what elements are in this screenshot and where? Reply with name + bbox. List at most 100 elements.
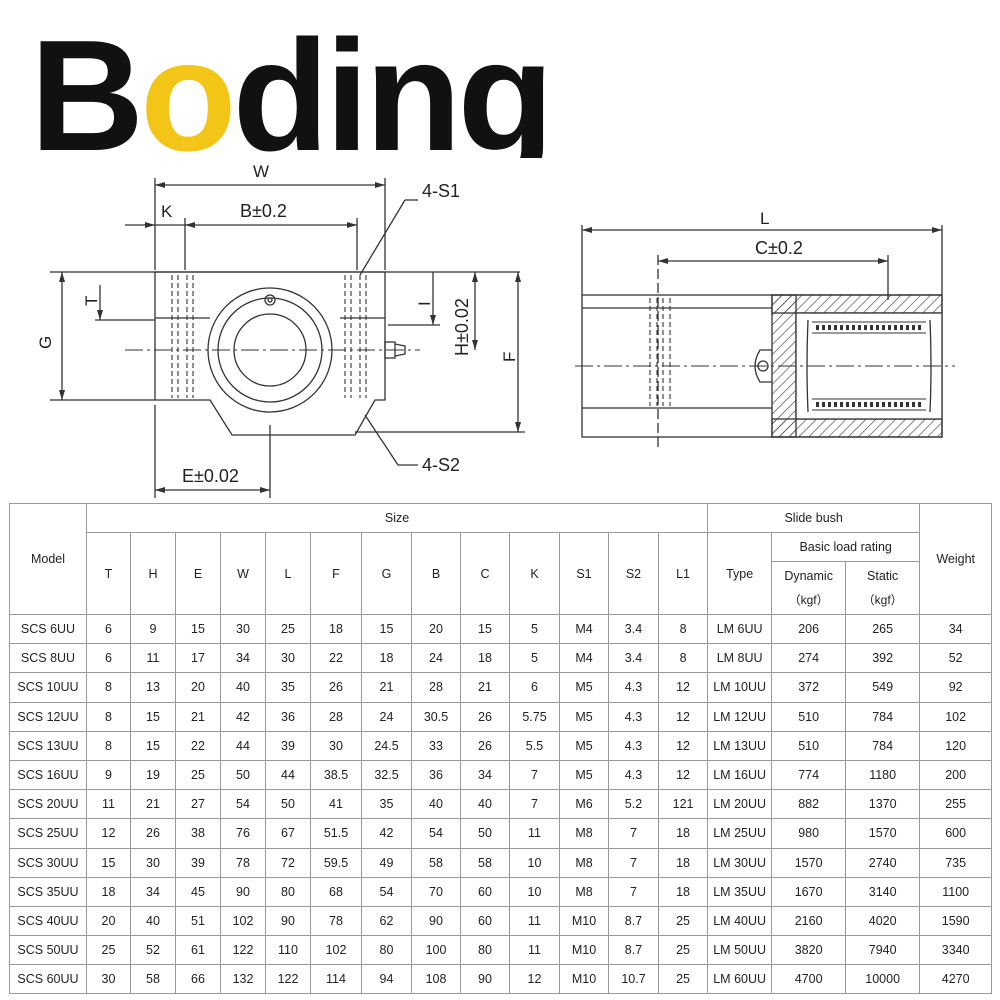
value-cell: 24 <box>361 701 412 732</box>
value-cell: 34 <box>220 643 266 674</box>
value-cell: 34 <box>919 613 993 645</box>
value-cell: 15 <box>460 613 510 645</box>
value-cell: 510 <box>771 701 847 732</box>
value-cell: 21 <box>361 672 412 703</box>
value-cell: 34 <box>130 876 176 907</box>
value-cell: 5.5 <box>509 730 560 761</box>
header-col-c: C <box>460 532 510 615</box>
value-cell: M4 <box>559 643 609 674</box>
value-cell: 11 <box>509 935 560 966</box>
header-col-g: G <box>361 532 412 615</box>
value-cell: 54 <box>411 818 461 849</box>
label-s2: 4-S2 <box>422 455 460 475</box>
value-cell: M10 <box>559 935 609 966</box>
value-cell: 15 <box>130 701 176 732</box>
type-cell: LM 60UU <box>707 964 773 995</box>
label-l: L <box>760 209 769 228</box>
value-cell: 11 <box>86 789 131 820</box>
model-cell: SCS 16UU <box>9 759 87 791</box>
model-cell: SCS 50UU <box>9 935 87 966</box>
svg-text:Boding: Boding <box>30 28 550 158</box>
value-cell: 60 <box>460 905 510 937</box>
value-cell: 22 <box>310 643 362 674</box>
type-cell: LM 40UU <box>707 905 773 937</box>
value-cell: 110 <box>265 935 311 966</box>
value-cell: 7940 <box>845 935 921 966</box>
value-cell: 25 <box>657 935 709 966</box>
value-cell: 49 <box>361 847 412 878</box>
value-cell: 18 <box>460 643 510 674</box>
value-cell: 61 <box>175 935 221 966</box>
value-cell: 11 <box>509 818 560 849</box>
value-cell: 6 <box>86 643 131 674</box>
value-cell: M6 <box>559 789 609 820</box>
spec-table: Model Size Slide bush Weight T H E W L F… <box>9 503 993 995</box>
value-cell: 68 <box>310 876 362 907</box>
value-cell: M4 <box>559 613 609 645</box>
value-cell: 90 <box>411 905 461 937</box>
value-cell: 18 <box>657 876 709 907</box>
value-cell: 76 <box>220 818 266 849</box>
value-cell: 1590 <box>919 905 993 937</box>
model-cell: SCS 20UU <box>9 789 87 820</box>
boding-logo: Boding <box>30 28 554 158</box>
value-cell: M5 <box>559 701 609 732</box>
value-cell: 50 <box>265 789 311 820</box>
value-cell: 30.5 <box>411 701 461 732</box>
value-cell: 59.5 <box>310 847 362 878</box>
value-cell: M8 <box>559 847 609 878</box>
value-cell: 45 <box>175 876 221 907</box>
value-cell: 1670 <box>771 876 847 907</box>
value-cell: 8 <box>86 701 131 732</box>
value-cell: 78 <box>220 847 266 878</box>
value-cell: 549 <box>845 672 921 703</box>
value-cell: 1180 <box>845 759 921 791</box>
header-col-e: E <box>175 532 221 615</box>
value-cell: 4.3 <box>608 730 659 761</box>
value-cell: 4700 <box>771 964 847 995</box>
header-col-s2: S2 <box>608 532 659 615</box>
value-cell: 784 <box>845 701 921 732</box>
value-cell: 10 <box>509 847 560 878</box>
value-cell: 102 <box>919 701 993 732</box>
value-cell: 102 <box>310 935 362 966</box>
value-cell: 5.75 <box>509 701 560 732</box>
type-cell: LM 50UU <box>707 935 773 966</box>
value-cell: 25 <box>657 905 709 937</box>
value-cell: 15 <box>361 613 412 645</box>
value-cell: 12 <box>657 701 709 732</box>
type-cell: LM 12UU <box>707 701 773 732</box>
value-cell: 58 <box>130 964 176 995</box>
label-b: B±0.2 <box>240 201 287 221</box>
value-cell: 25 <box>657 964 709 995</box>
value-cell: 102 <box>220 905 266 937</box>
value-cell: 15 <box>175 613 221 645</box>
value-cell: 28 <box>310 701 362 732</box>
value-cell: 255 <box>919 789 993 820</box>
value-cell: 8 <box>86 730 131 761</box>
value-cell: 15 <box>130 730 176 761</box>
value-cell: 8.7 <box>608 935 659 966</box>
value-cell: 980 <box>771 818 847 849</box>
side-view-drawing: L C±0.2 <box>575 209 955 450</box>
model-cell: SCS 30UU <box>9 847 87 878</box>
value-cell: 40 <box>411 789 461 820</box>
header-col-w: W <box>220 532 266 615</box>
value-cell: 12 <box>509 964 560 995</box>
value-cell: 44 <box>265 759 311 791</box>
value-cell: 30 <box>130 847 176 878</box>
value-cell: 18 <box>657 818 709 849</box>
value-cell: 11 <box>509 905 560 937</box>
value-cell: 4020 <box>845 905 921 937</box>
value-cell: 9 <box>130 613 176 645</box>
logo-letter-b: B <box>30 28 140 158</box>
logo-letter-o: o <box>140 28 233 158</box>
value-cell: 66 <box>175 964 221 995</box>
value-cell: 132 <box>220 964 266 995</box>
